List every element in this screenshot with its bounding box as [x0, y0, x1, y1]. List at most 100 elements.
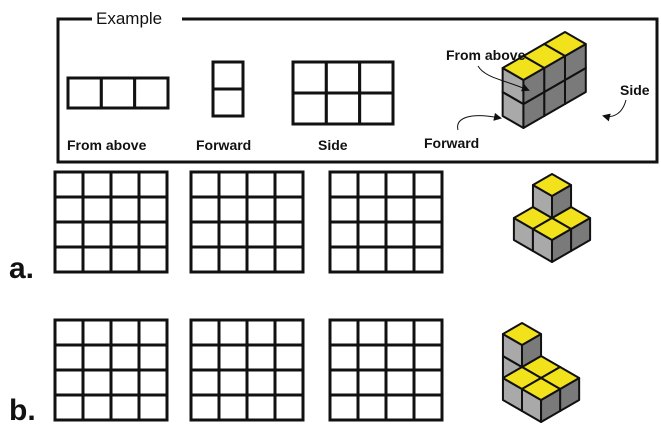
side-grid-cell[interactable]: [358, 60, 395, 95]
problem-b-grid-3[interactable]: [328, 318, 444, 422]
answer-grid-cell[interactable]: [328, 195, 360, 224]
answer-grid-cell[interactable]: [81, 170, 113, 199]
answer-grid-cell[interactable]: [81, 245, 113, 274]
answer-grid-cell[interactable]: [384, 368, 416, 397]
answer-grid-cell[interactable]: [137, 220, 169, 249]
answer-grid-cell[interactable]: [384, 393, 416, 422]
answer-grid-cell[interactable]: [189, 245, 221, 274]
forward-grid-cell[interactable]: [211, 87, 245, 118]
answer-grid-cell[interactable]: [412, 318, 444, 347]
answer-grid-cell[interactable]: [384, 220, 416, 249]
answer-grid-cell[interactable]: [189, 343, 221, 372]
answer-grid-cell[interactable]: [384, 318, 416, 347]
answer-grid-cell[interactable]: [328, 170, 360, 199]
answer-grid-cell[interactable]: [356, 318, 388, 347]
answer-grid-cell[interactable]: [189, 220, 221, 249]
answer-grid-cell[interactable]: [81, 318, 113, 347]
answer-grid-cell[interactable]: [137, 245, 169, 274]
answer-grid-cell[interactable]: [137, 195, 169, 224]
answer-grid-cell[interactable]: [328, 393, 360, 422]
answer-grid-cell[interactable]: [137, 318, 169, 347]
answer-grid-cell[interactable]: [412, 343, 444, 372]
answer-grid-cell[interactable]: [53, 245, 85, 274]
problem-a-grid-2[interactable]: [189, 170, 305, 274]
answer-grid-cell[interactable]: [189, 195, 221, 224]
answer-grid-cell[interactable]: [217, 393, 249, 422]
answer-grid-cell[interactable]: [412, 170, 444, 199]
answer-grid-cell[interactable]: [356, 393, 388, 422]
answer-grid-cell[interactable]: [53, 393, 85, 422]
answer-grid-cell[interactable]: [356, 195, 388, 224]
answer-grid-cell[interactable]: [81, 393, 113, 422]
answer-grid-cell[interactable]: [109, 220, 141, 249]
answer-grid-cell[interactable]: [109, 195, 141, 224]
answer-grid-cell[interactable]: [81, 220, 113, 249]
answer-grid-cell[interactable]: [245, 195, 277, 224]
answer-grid-cell[interactable]: [412, 368, 444, 397]
answer-grid-cell[interactable]: [273, 220, 305, 249]
answer-grid-cell[interactable]: [245, 220, 277, 249]
from-above-grid-cell[interactable]: [99, 76, 137, 110]
answer-grid-cell[interactable]: [189, 170, 221, 199]
answer-grid-cell[interactable]: [189, 318, 221, 347]
answer-grid-cell[interactable]: [109, 245, 141, 274]
problem-b-grid-2[interactable]: [189, 318, 305, 422]
side-grid-cell[interactable]: [324, 91, 362, 126]
answer-grid-cell[interactable]: [412, 245, 444, 274]
answer-grid-cell[interactable]: [273, 343, 305, 372]
answer-grid-cell[interactable]: [356, 245, 388, 274]
side-grid-cell[interactable]: [291, 60, 328, 95]
answer-grid-cell[interactable]: [53, 220, 85, 249]
problem-b-grid-1[interactable]: [53, 318, 169, 422]
answer-grid-cell[interactable]: [384, 245, 416, 274]
answer-grid-cell[interactable]: [53, 195, 85, 224]
answer-grid-cell[interactable]: [109, 393, 141, 422]
answer-grid-cell[interactable]: [384, 343, 416, 372]
answer-grid-cell[interactable]: [189, 368, 221, 397]
answer-grid-cell[interactable]: [245, 393, 277, 422]
answer-grid-cell[interactable]: [81, 195, 113, 224]
answer-grid-cell[interactable]: [217, 343, 249, 372]
answer-grid-cell[interactable]: [217, 318, 249, 347]
answer-grid-cell[interactable]: [109, 318, 141, 347]
answer-grid-cell[interactable]: [245, 368, 277, 397]
answer-grid-cell[interactable]: [245, 245, 277, 274]
answer-grid-cell[interactable]: [245, 318, 277, 347]
answer-grid-cell[interactable]: [356, 343, 388, 372]
problem-a-grid-3[interactable]: [328, 170, 444, 274]
from-above-grid-cell[interactable]: [66, 76, 103, 110]
side-grid-cell[interactable]: [291, 91, 328, 126]
answer-grid-cell[interactable]: [81, 343, 113, 372]
answer-grid-cell[interactable]: [273, 368, 305, 397]
answer-grid-cell[interactable]: [356, 170, 388, 199]
answer-grid-cell[interactable]: [328, 368, 360, 397]
answer-grid-cell[interactable]: [53, 170, 85, 199]
answer-grid-cell[interactable]: [217, 220, 249, 249]
answer-grid-cell[interactable]: [356, 220, 388, 249]
answer-grid-cell[interactable]: [245, 170, 277, 199]
answer-grid-cell[interactable]: [245, 343, 277, 372]
answer-grid-cell[interactable]: [384, 170, 416, 199]
answer-grid-cell[interactable]: [273, 245, 305, 274]
answer-grid-cell[interactable]: [328, 220, 360, 249]
answer-grid-cell[interactable]: [53, 343, 85, 372]
answer-grid-cell[interactable]: [217, 195, 249, 224]
answer-grid-cell[interactable]: [217, 245, 249, 274]
answer-grid-cell[interactable]: [328, 318, 360, 347]
side-grid-cell[interactable]: [358, 91, 395, 126]
answer-grid-cell[interactable]: [273, 393, 305, 422]
answer-grid-cell[interactable]: [189, 393, 221, 422]
answer-grid-cell[interactable]: [328, 245, 360, 274]
answer-grid-cell[interactable]: [53, 368, 85, 397]
answer-grid-cell[interactable]: [137, 343, 169, 372]
answer-grid-cell[interactable]: [109, 343, 141, 372]
answer-grid-cell[interactable]: [273, 318, 305, 347]
answer-grid-cell[interactable]: [328, 343, 360, 372]
answer-grid-cell[interactable]: [412, 393, 444, 422]
answer-grid-cell[interactable]: [81, 368, 113, 397]
answer-grid-cell[interactable]: [412, 195, 444, 224]
answer-grid-cell[interactable]: [412, 220, 444, 249]
problem-a-grid-1[interactable]: [53, 170, 169, 274]
answer-grid-cell[interactable]: [109, 368, 141, 397]
answer-grid-cell[interactable]: [109, 170, 141, 199]
